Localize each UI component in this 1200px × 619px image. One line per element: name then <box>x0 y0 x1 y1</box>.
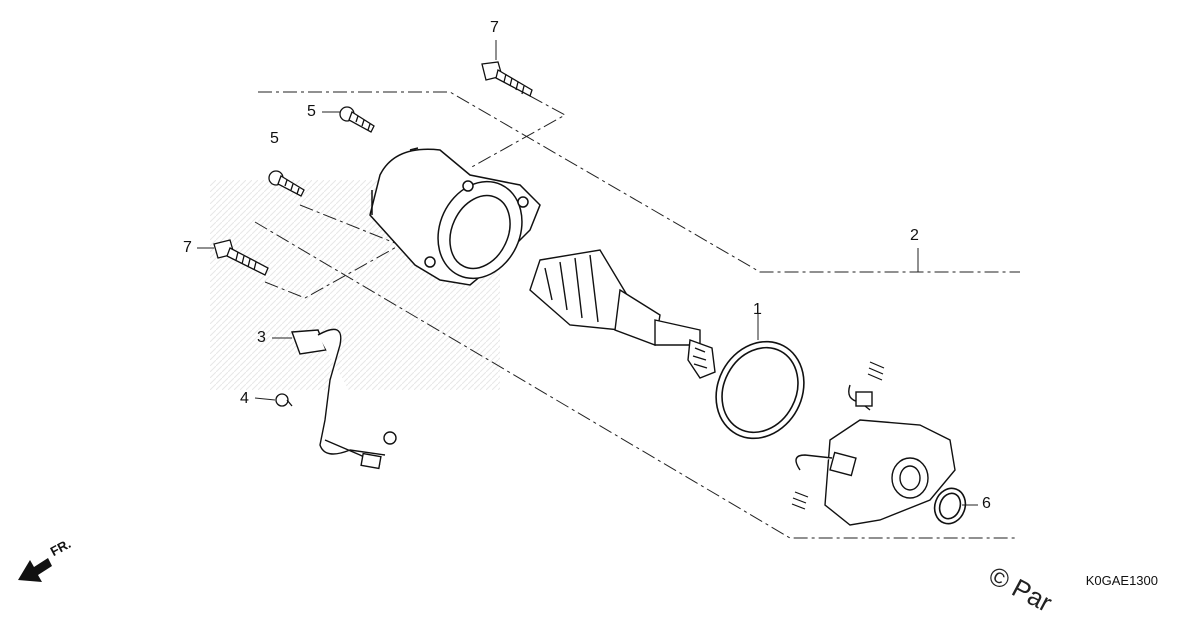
terminal-wire-harness <box>291 328 397 470</box>
armature <box>529 249 716 379</box>
callout-4: 4 <box>240 390 249 407</box>
callout-7-top: 7 <box>490 19 499 36</box>
o-ring-1 <box>715 340 805 440</box>
starter-motor-exploded-diagram <box>18 40 1020 582</box>
bolt-7-left <box>213 239 269 276</box>
bolt-5-mid <box>268 170 305 197</box>
motor-yoke-housing <box>369 147 541 286</box>
diagram-code: K0GAE1300 <box>1085 573 1158 588</box>
callout-2: 2 <box>910 227 919 244</box>
callout-5-top: 5 <box>307 103 316 120</box>
brush-springs <box>791 361 885 510</box>
leader-lines <box>197 40 978 506</box>
callout-1: 1 <box>753 301 762 318</box>
screw-4 <box>275 393 293 407</box>
callout-7-left: 7 <box>183 239 192 256</box>
callout-3: 3 <box>257 329 266 346</box>
bolt-5-top <box>339 106 375 133</box>
bolt-7-top <box>481 61 533 97</box>
callout-6: 6 <box>982 495 991 512</box>
callout-5-mid: 5 <box>270 130 279 147</box>
rear-cover-brush-holder <box>795 384 956 526</box>
front-direction-arrow <box>18 558 52 582</box>
o-ring-6 <box>933 487 967 525</box>
